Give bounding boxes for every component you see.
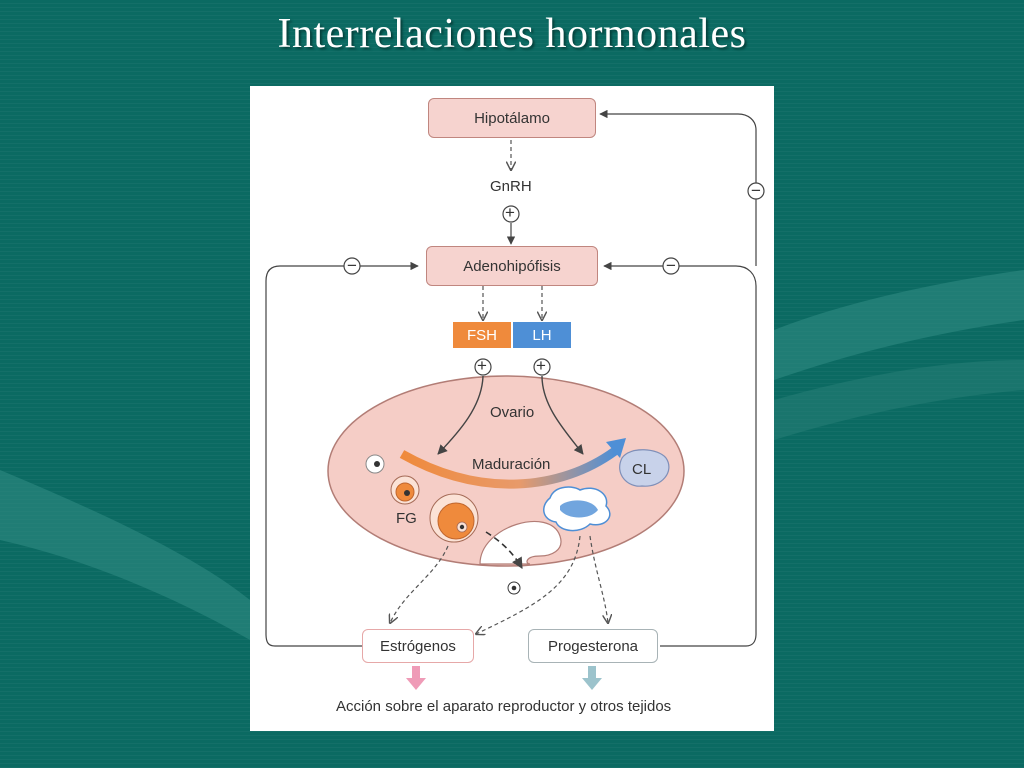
ovario-label: Ovario bbox=[490, 404, 535, 421]
cl-blob bbox=[619, 449, 670, 487]
estrogen-feedback-loop bbox=[265, 261, 419, 647]
adenohipofisis-box: Adenohipófisis bbox=[426, 246, 598, 286]
progesterona-output-arrow bbox=[588, 666, 596, 680]
lh-plus-sign: + bbox=[536, 356, 546, 375]
maduracion-arrowhead bbox=[606, 438, 626, 458]
accion-caption: Acción sobre el aparato reproductor y ot… bbox=[336, 698, 672, 715]
fsh-box: FSH bbox=[453, 322, 511, 348]
hormone-diagram-panel: + + + − − − Hipotálamo GnRH Adenohipófis… bbox=[250, 86, 774, 731]
hypothalamus-minus-sign: − bbox=[751, 181, 761, 200]
progesterona-box: Progesterona bbox=[528, 629, 658, 663]
ovulation-arrow bbox=[485, 531, 523, 569]
cl-to-estrogenos-arrow bbox=[476, 535, 581, 634]
cl-to-progesterona-arrow bbox=[589, 535, 608, 623]
follicle-to-estrogenos-arrow bbox=[390, 545, 449, 623]
lh-plus-icon bbox=[533, 358, 551, 376]
ovary-notch bbox=[479, 520, 562, 565]
fg-label: FG bbox=[396, 510, 417, 527]
estrogen-minus-sign: − bbox=[347, 256, 357, 275]
estrogenos-output-arrow bbox=[412, 666, 420, 680]
gnrh-label: GnRH bbox=[490, 178, 532, 195]
diagram-connectors bbox=[265, 109, 765, 690]
fsh-plus-icon bbox=[474, 358, 492, 376]
fsh-to-ovary-arrow bbox=[437, 375, 484, 455]
progesterone-feedback-minus-icon bbox=[662, 257, 680, 275]
estrogen-feedback-minus-icon bbox=[343, 257, 361, 275]
progesterone-feedback-loop bbox=[603, 261, 757, 647]
hypothalamus-feedback-loop bbox=[599, 109, 757, 266]
progesterone-minus-sign: − bbox=[666, 256, 676, 275]
estrogenos-box: Estrógenos bbox=[362, 629, 474, 663]
cl-label: CL bbox=[632, 461, 652, 478]
gnrh-plus-sign: + bbox=[505, 203, 515, 222]
gnrh-plus-icon bbox=[502, 205, 520, 223]
lh-to-ovary-arrow bbox=[541, 375, 584, 455]
fsh-plus-sign: + bbox=[477, 356, 487, 375]
slide-title: Interrelaciones hormonales bbox=[277, 11, 747, 57]
hypothalamus-feedback-minus-icon bbox=[747, 182, 765, 200]
maduracion-label: Maduración bbox=[472, 456, 551, 473]
hipotalamo-box: Hipotálamo bbox=[428, 98, 596, 138]
maduracion-arrow bbox=[399, 447, 618, 489]
lh-box: LH bbox=[513, 322, 571, 348]
